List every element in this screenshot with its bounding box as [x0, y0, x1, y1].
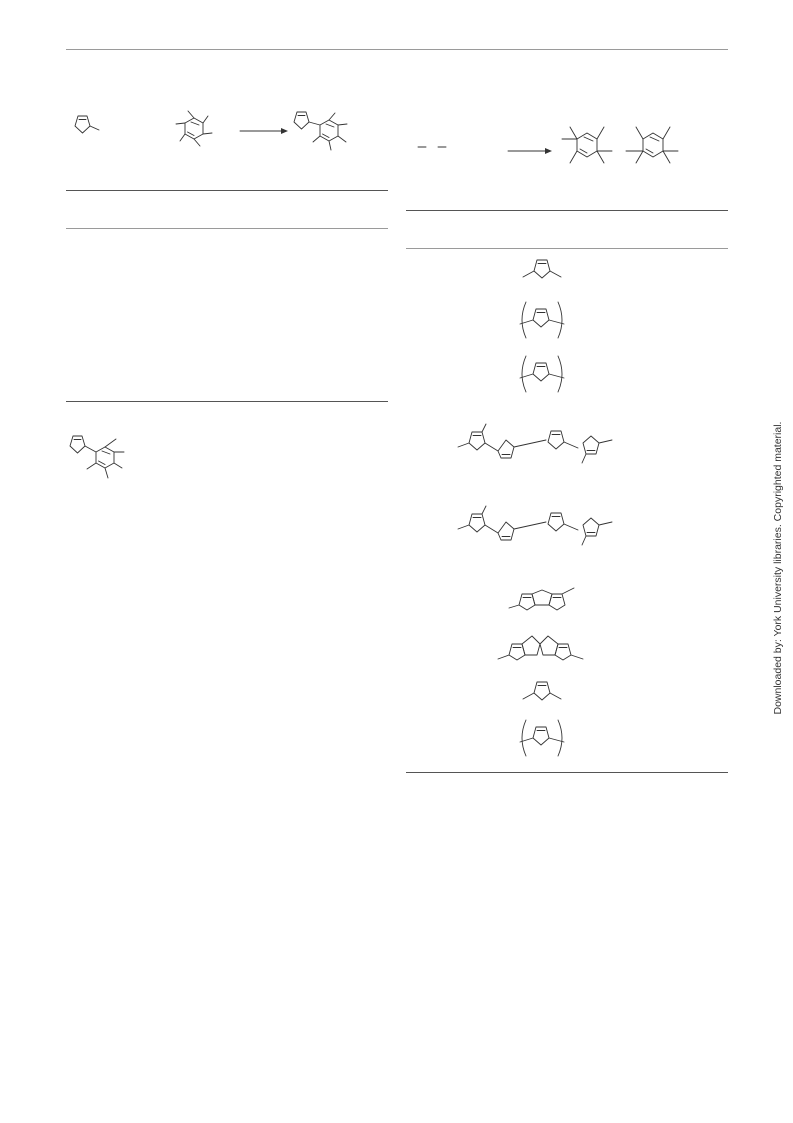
benzene-product-a-structure: [561, 126, 613, 164]
left-table-top-rule: [66, 190, 388, 191]
thiophene-entry-1-structure: [522, 259, 562, 279]
bracketed-thiophene-entry-3-structure: [519, 355, 565, 393]
alkyne-reagent-structure: [417, 146, 447, 148]
fused-terthiophene-entry-7-structure: [497, 635, 584, 661]
right-table-header-rule: [406, 248, 728, 249]
thienyl-benzene-product-structure: [293, 111, 348, 151]
copyright-watermark: Downloaded by: York University libraries…: [772, 421, 784, 715]
quaterthiophene-entry-4-structure: [457, 423, 613, 464]
bracketed-thiophene-entry-9-structure: [519, 719, 565, 757]
right-table-bottom-rule: [406, 772, 728, 773]
dithienothiophene-entry-6-structure: [508, 587, 575, 611]
thiophene-reagent-structure: [74, 115, 100, 134]
right-table-top-rule: [406, 210, 728, 211]
reaction-arrow-right: [507, 148, 552, 154]
left-table-bottom-rule: [66, 401, 388, 402]
header-rule: [66, 49, 728, 50]
benzene-product-b-structure: [625, 126, 679, 164]
reaction-arrow-left: [239, 128, 288, 134]
bracketed-thiophene-entry-2-structure: [519, 301, 565, 339]
benzene-reagent-structure: [175, 110, 213, 147]
thienyl-benzene-structure-footnote: [69, 435, 125, 479]
left-table-header-rule: [66, 228, 388, 229]
thiophene-entry-8-structure: [522, 681, 562, 701]
quaterthiophene-entry-5-structure: [457, 505, 613, 546]
